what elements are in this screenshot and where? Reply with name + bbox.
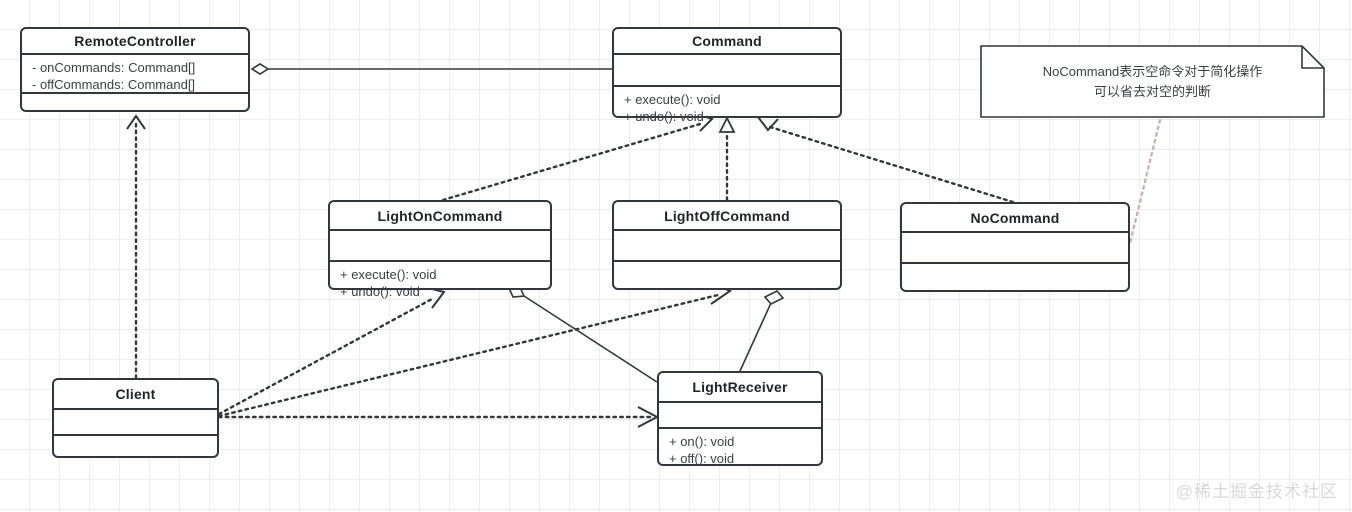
method-row: + on(): void [669, 434, 735, 449]
class-attributes [614, 55, 840, 87]
class-methods [614, 262, 840, 266]
edge-client-uses-lighton [217, 286, 446, 416]
attribute-row: - onCommands: Command[] [32, 60, 196, 75]
class-attributes [54, 410, 217, 436]
edge-client-uses-receiver [217, 406, 660, 428]
class-box-no-command[interactable]: NoCommand [900, 202, 1130, 292]
class-attributes [330, 231, 550, 262]
class-attributes [902, 233, 1128, 264]
note-body: NoCommand表示空命令对于简化操作 可以省去对空的判断 [980, 62, 1325, 102]
class-attributes [659, 403, 821, 429]
method-row: + undo(): void [624, 109, 704, 124]
class-title: RemoteController [22, 29, 248, 55]
class-methods: + on(): void + off(): void [659, 429, 821, 467]
class-box-remote-controller[interactable]: RemoteController - onCommands: Command[]… [20, 27, 250, 112]
class-title: NoCommand [902, 204, 1128, 233]
class-title: Client [54, 380, 217, 410]
class-attributes: - onCommands: Command[] - offCommands: C… [22, 55, 248, 94]
note-line: 可以省去对空的判断 [1093, 83, 1211, 99]
class-box-client[interactable]: Client [52, 378, 219, 458]
class-name-label: LightOnCommand [377, 207, 503, 224]
class-box-light-off-command[interactable]: LightOffCommand [612, 200, 842, 290]
class-title: LightOffCommand [614, 202, 840, 231]
note-line: NoCommand表示空命令对于简化操作 [1042, 63, 1263, 79]
note-no-command[interactable]: NoCommand表示空命令对于简化操作 可以省去对空的判断 [980, 45, 1325, 118]
class-attributes [614, 231, 840, 262]
attribute-row: - offCommands: Command[] [32, 77, 196, 92]
class-title: Command [614, 29, 840, 55]
edge-client-uses-lightoff [217, 280, 733, 418]
edge-remote-aggregates-command [250, 63, 612, 75]
class-methods [902, 264, 1128, 268]
class-name-label: Command [692, 33, 762, 49]
method-row: + execute(): void [624, 92, 721, 107]
class-box-light-receiver[interactable]: LightReceiver + on(): void + off(): void [657, 371, 823, 466]
class-methods: + execute(): void + undo(): void [614, 87, 840, 125]
edge-client-uses-remote [126, 114, 146, 380]
class-methods [22, 94, 248, 98]
class-box-command[interactable]: Command + execute(): void + undo(): void [612, 27, 842, 124]
edge-note-anchor-nocommand [1128, 118, 1162, 245]
watermark-label: @稀土掘金技术社区 [1175, 482, 1338, 501]
class-title: LightOnCommand [330, 202, 550, 231]
method-row: + undo(): void [340, 284, 420, 299]
edge-lighton-aggregates-receiver [507, 286, 658, 383]
class-methods: + execute(): void + undo(): void [330, 262, 550, 300]
class-name-label: LightOffCommand [664, 207, 790, 224]
class-name-label: RemoteController [74, 33, 196, 49]
method-row: + execute(): void [340, 267, 437, 282]
class-name-label: LightReceiver [692, 379, 788, 395]
class-name-label: NoCommand [970, 209, 1060, 226]
edge-nocommand-realizes-command [757, 116, 1015, 204]
class-box-light-on-command[interactable]: LightOnCommand + execute(): void + undo(… [328, 200, 552, 299]
method-row: + off(): void [669, 451, 735, 466]
edge-lightoff-aggregates-receiver [739, 290, 785, 372]
class-title: LightReceiver [659, 373, 821, 403]
class-methods [54, 436, 217, 440]
note-shape-icon [980, 45, 1325, 118]
edge-lighton-realizes-command [441, 112, 714, 202]
edge-lightoff-realizes-command [718, 115, 736, 202]
class-name-label: Client [115, 386, 156, 402]
